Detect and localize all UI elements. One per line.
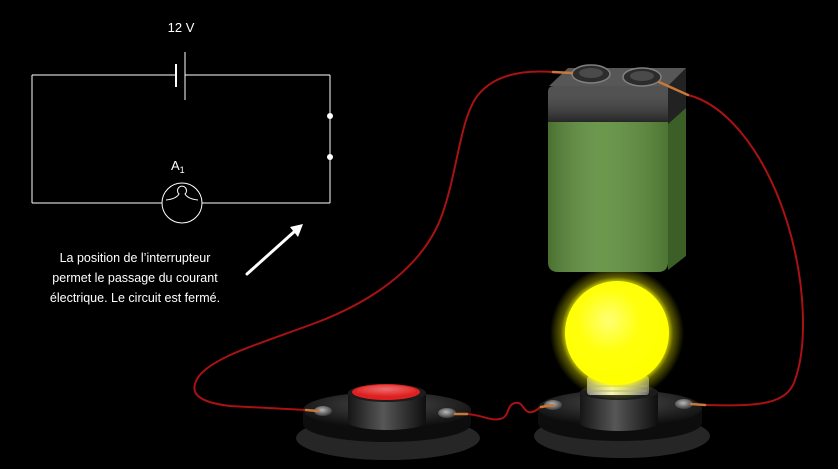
push-button-switch [296, 384, 480, 460]
caption-line-1: La position de l’interrupteur [60, 251, 211, 265]
caption-line-2: permet le passage du courant [52, 271, 218, 285]
lamp-label-subscript: 1 [180, 165, 185, 175]
battery-cap-side [668, 68, 686, 124]
wire-tip-battery-left [551, 70, 574, 75]
lamp-screw-right [675, 399, 693, 409]
switch-screw-left [314, 406, 332, 416]
pointer-arrow-shaft [245, 229, 297, 276]
voltage-label: 12 V [168, 20, 195, 35]
wires [193, 70, 805, 421]
battery-cap-top [549, 68, 686, 86]
battery [548, 64, 686, 272]
lamp-label: A1 [171, 158, 185, 175]
wire-battery-to-switch [193, 70, 554, 411]
switch-contact-top [327, 113, 333, 119]
switch-red-button-highlight [356, 385, 416, 397]
battery-body-shading [548, 120, 668, 272]
battery-body-side [668, 106, 686, 270]
bulb-highlight [565, 281, 669, 385]
lamp-assembly [534, 266, 710, 458]
battery-terminal-right-inner [630, 71, 654, 81]
switch-contact-bottom [327, 154, 333, 160]
lamp-symbol-filament [165, 185, 199, 201]
battery-terminal-left-inner [579, 68, 603, 78]
wire-tip-battery-right [657, 80, 690, 97]
caption: La position de l’interrupteur permet le … [50, 251, 220, 305]
wire-tip-switch-left [304, 408, 320, 413]
wire-tip-lamp-left [539, 403, 555, 409]
caption-line-3: électrique. Le circuit est fermé. [50, 291, 220, 305]
circuit-schematic [31, 52, 331, 224]
wire-copper-tips [304, 70, 707, 416]
wire-battery-to-lamp [687, 94, 805, 407]
wire-tip-lamp-right [689, 402, 707, 407]
switch-screw-right [438, 408, 456, 418]
battery-cap-front-shading [548, 86, 668, 122]
wire-switch-to-lamp [466, 401, 542, 421]
lamp-label-letter: A [171, 158, 180, 173]
pointer-arrow-head [290, 224, 303, 237]
